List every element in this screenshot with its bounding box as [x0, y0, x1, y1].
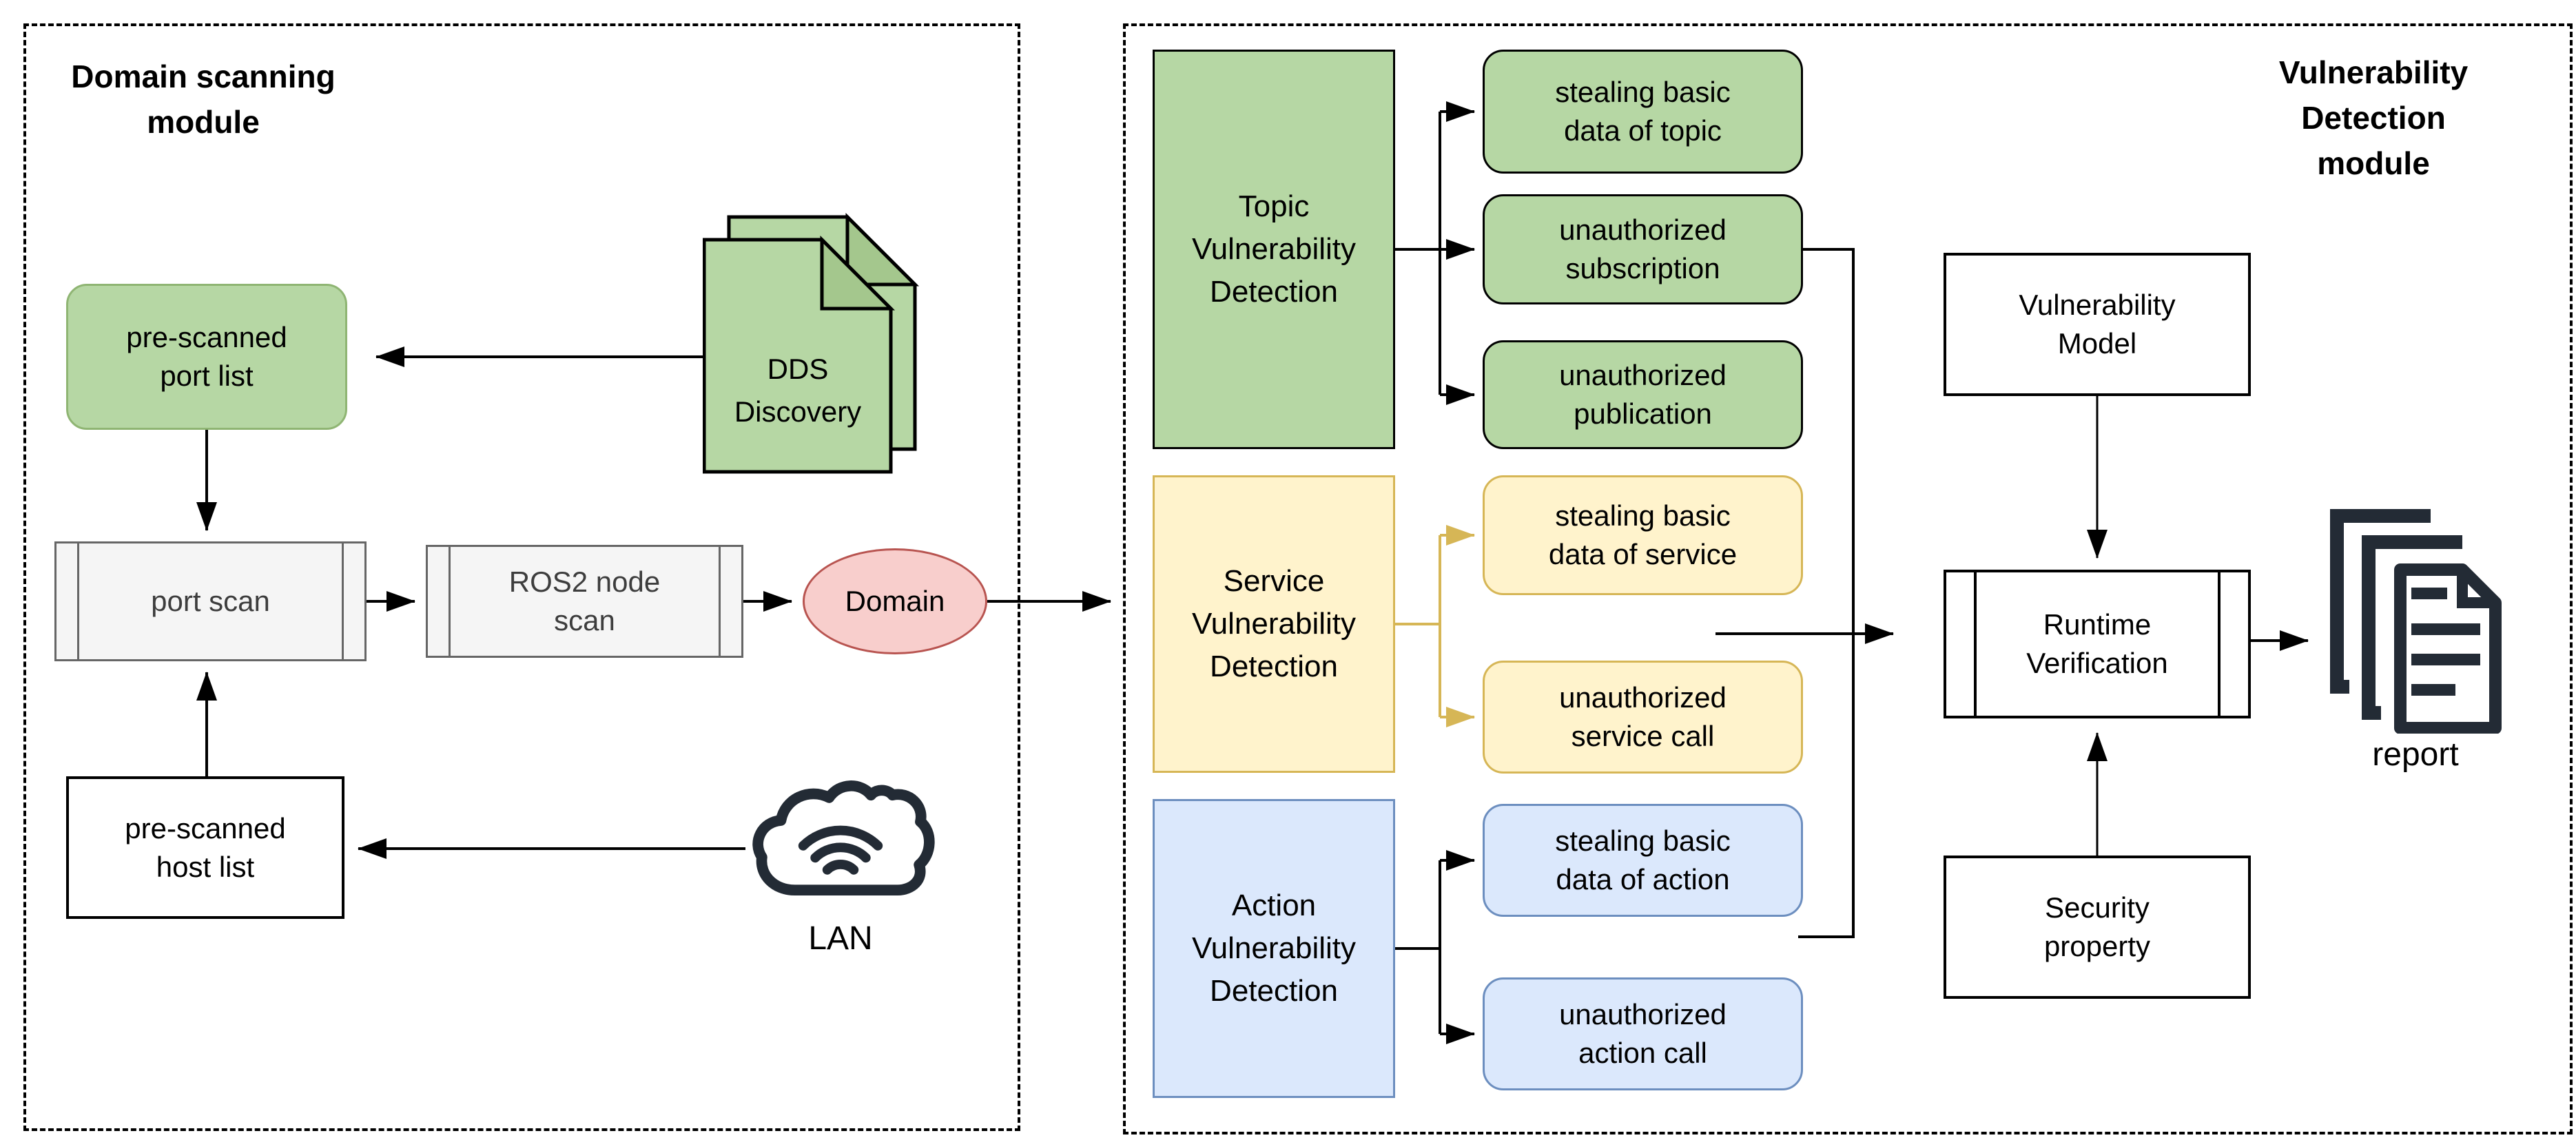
wifi-arc-inner	[822, 860, 859, 875]
node-label-line: Verification	[2026, 647, 2168, 679]
node-label-line: subscription	[1565, 252, 1720, 284]
node-label-line: pre-scanned	[125, 811, 286, 844]
lan-label: LAN	[745, 920, 936, 958]
runtime-verification-node: Runtime Verification	[1944, 570, 2251, 718]
pre-scanned-host-list-node: pre-scanned host list	[66, 776, 344, 919]
node-label-line: action call	[1578, 1037, 1707, 1069]
vulnerability-detection-module-title: Vulnerability Detection module	[2222, 50, 2525, 186]
report-label: report	[2327, 736, 2504, 774]
report-text-bar	[2411, 684, 2455, 696]
node-label-line: Runtime	[2043, 608, 2152, 641]
report-icon	[2330, 509, 2502, 734]
unauthorized-publication-node: unauthorized publication	[1483, 340, 1803, 449]
node-label-line: scan	[554, 604, 615, 636]
node-label-line: publication	[1574, 397, 1712, 430]
report-back-page-1	[2330, 509, 2431, 694]
service-vulnerability-detection-node: Service Vulnerability Detection	[1153, 475, 1395, 773]
pre-scanned-port-list-node: pre-scanned port list	[66, 284, 347, 430]
node-label-line: stealing basic	[1555, 499, 1731, 532]
title-line: Vulnerability	[2278, 54, 2469, 90]
dds-discovery-label: DDS Discovery	[704, 348, 892, 433]
vulnerability-model-node: Vulnerability Model	[1944, 253, 2251, 396]
dds-front-page-fold	[820, 235, 896, 311]
node-label-line: property	[2043, 930, 2151, 962]
unauthorized-service-call-node: unauthorized service call	[1483, 661, 1803, 774]
node-label-line: data of action	[1556, 863, 1730, 895]
node-label-line: DDS	[767, 353, 829, 385]
node-label-line: unauthorized	[1559, 214, 1727, 246]
report-text-bar	[2411, 588, 2447, 599]
node-label-line: Detection	[1210, 650, 1338, 683]
node-label-line: unauthorized	[1559, 681, 1727, 714]
node-label-line: Vulnerability	[1191, 931, 1357, 965]
unauthorized-action-call-node: unauthorized action call	[1483, 977, 1803, 1090]
lan-cloud-icon	[752, 780, 935, 896]
node-label-line: port list	[160, 360, 254, 392]
node-label-line: Domain	[845, 585, 945, 617]
node-label-line: Detection	[1210, 974, 1338, 1008]
node-label-line: Vulnerability	[2019, 289, 2176, 321]
title-line: module	[147, 104, 260, 140]
node-label-line: LAN	[808, 920, 873, 957]
node-label-line: unauthorized	[1559, 359, 1727, 391]
title-line: module	[2317, 145, 2430, 181]
dds-discovery-icon	[703, 212, 920, 474]
node-label-line: Action	[1231, 889, 1317, 922]
node-label-line: Security	[2045, 891, 2150, 924]
node-label-line: service call	[1571, 720, 1715, 752]
node-label-line: data of topic	[1564, 114, 1722, 147]
unauthorized-subscription-node: unauthorized subscription	[1483, 194, 1803, 304]
action-vulnerability-detection-node: Action Vulnerability Detection	[1153, 799, 1395, 1098]
node-label-line: data of service	[1548, 538, 1738, 570]
node-label-line: report	[2372, 736, 2459, 773]
node-label-line: stealing basic	[1555, 76, 1731, 108]
report-text-bar	[2411, 623, 2480, 635]
node-label-line: Service	[1223, 564, 1325, 598]
node-label-line: Model	[2057, 327, 2137, 360]
vulnerability-detection-module-box	[1123, 23, 2573, 1134]
domain-node: Domain	[803, 548, 987, 654]
wifi-arc-middle	[810, 842, 871, 863]
node-label-line: Detection	[1210, 275, 1338, 309]
topic-vulnerability-detection-node: Topic Vulnerability Detection	[1153, 50, 1395, 449]
dds-back-page-fold	[845, 212, 920, 287]
title-line: Detection	[2301, 100, 2446, 136]
node-label-line: pre-scanned	[126, 321, 287, 353]
ros2-node-scan-node: ROS2 node scan	[426, 545, 743, 658]
node-label-line: stealing basic	[1555, 825, 1731, 857]
stealing-basic-data-of-action-node: stealing basic data of action	[1483, 804, 1803, 917]
wifi-arc-outer	[798, 825, 883, 851]
report-front-page-fold	[2457, 570, 2495, 608]
stealing-basic-data-of-service-node: stealing basic data of service	[1483, 475, 1803, 595]
domain-scanning-module-box	[23, 23, 1020, 1131]
node-label-line: Vulnerability	[1191, 232, 1357, 266]
cloud-outline	[752, 780, 935, 896]
domain-scanning-module-title: Domain scanning module	[55, 54, 351, 145]
node-label-line: Topic	[1238, 189, 1310, 223]
node-label-line: ROS2 node	[508, 566, 661, 598]
node-label-line: unauthorized	[1559, 998, 1727, 1030]
title-line: Domain scanning	[71, 59, 336, 94]
security-property-node: Security property	[1944, 856, 2251, 999]
node-label-line: Vulnerability	[1191, 607, 1357, 641]
node-label-line: port scan	[151, 585, 270, 617]
port-scan-node: port scan	[54, 541, 367, 661]
stealing-basic-data-of-topic-node: stealing basic data of topic	[1483, 50, 1803, 174]
node-label-line: host list	[156, 850, 255, 883]
node-label-line: Discovery	[734, 395, 862, 428]
report-text-bar	[2411, 654, 2480, 665]
report-back-page-2	[2362, 535, 2462, 720]
